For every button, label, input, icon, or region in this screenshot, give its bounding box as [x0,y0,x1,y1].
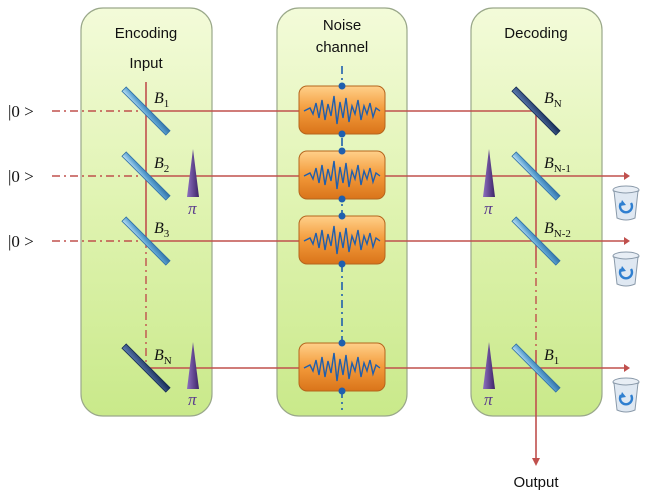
noise-box [298,85,386,135]
noise-box [298,150,386,200]
noise-title-line2: channel [316,39,369,56]
phase-label: π [484,390,493,409]
beam-splitter [121,216,171,266]
noise-signal-icon [303,160,381,190]
decoding-splitter-label: BN [544,90,562,110]
beam-splitter [511,151,561,201]
noise-title-line1: Noise [323,17,361,34]
input-state-label: |0 > [8,102,34,121]
noise-box [298,342,386,392]
input-label: Input [129,55,163,72]
encoding-splitter-label: B3 [154,220,170,240]
phase-label: π [484,199,493,218]
encoding-splitter-label: B2 [154,155,169,175]
input-state-label: |0 > [8,232,34,251]
input-lines [52,110,146,242]
noise-boxes [298,85,386,392]
decoding-splitter-label: BN-2 [544,220,571,240]
beam-splitter [121,86,171,136]
phase-label: π [188,199,197,218]
phase-label: π [188,390,197,409]
input-state-label: |0 > [8,167,34,186]
decoding-title: Decoding [504,25,567,42]
beam-splitter [511,343,561,393]
phase-plates [187,149,495,389]
phase-plate-icon [483,149,495,197]
noise-signal-icon [303,225,381,255]
beam-splitter-dark [121,343,171,393]
trash-bin-icon [612,377,640,413]
noise-connector-dots [338,82,346,395]
encoding-title: Encoding [115,25,178,42]
output-arrowhead [532,458,540,466]
encoding-splitter-label: BN [154,347,172,367]
beam-splitter-dark [511,86,561,136]
noise-box [298,215,386,265]
beam-splitter [511,216,561,266]
phase-plate-icon [187,149,199,197]
beam-splitter [121,151,171,201]
encoding-splitter-label: B1 [154,90,169,110]
noise-signal-icon [303,95,381,125]
decoding-splitters [511,86,561,393]
trash-arrowheads [624,172,630,372]
decoding-splitter-label: BN-1 [544,155,571,175]
phase-plate-icon [187,342,199,389]
encoding-splitters [121,86,171,393]
output-label: Output [513,474,559,491]
decoding-splitter-label: B1 [544,347,559,367]
trash-bin-icon [612,185,640,221]
trash-bin-icon [612,251,640,287]
noise-signal-icon [303,352,381,382]
phase-plate-icon [483,342,495,389]
